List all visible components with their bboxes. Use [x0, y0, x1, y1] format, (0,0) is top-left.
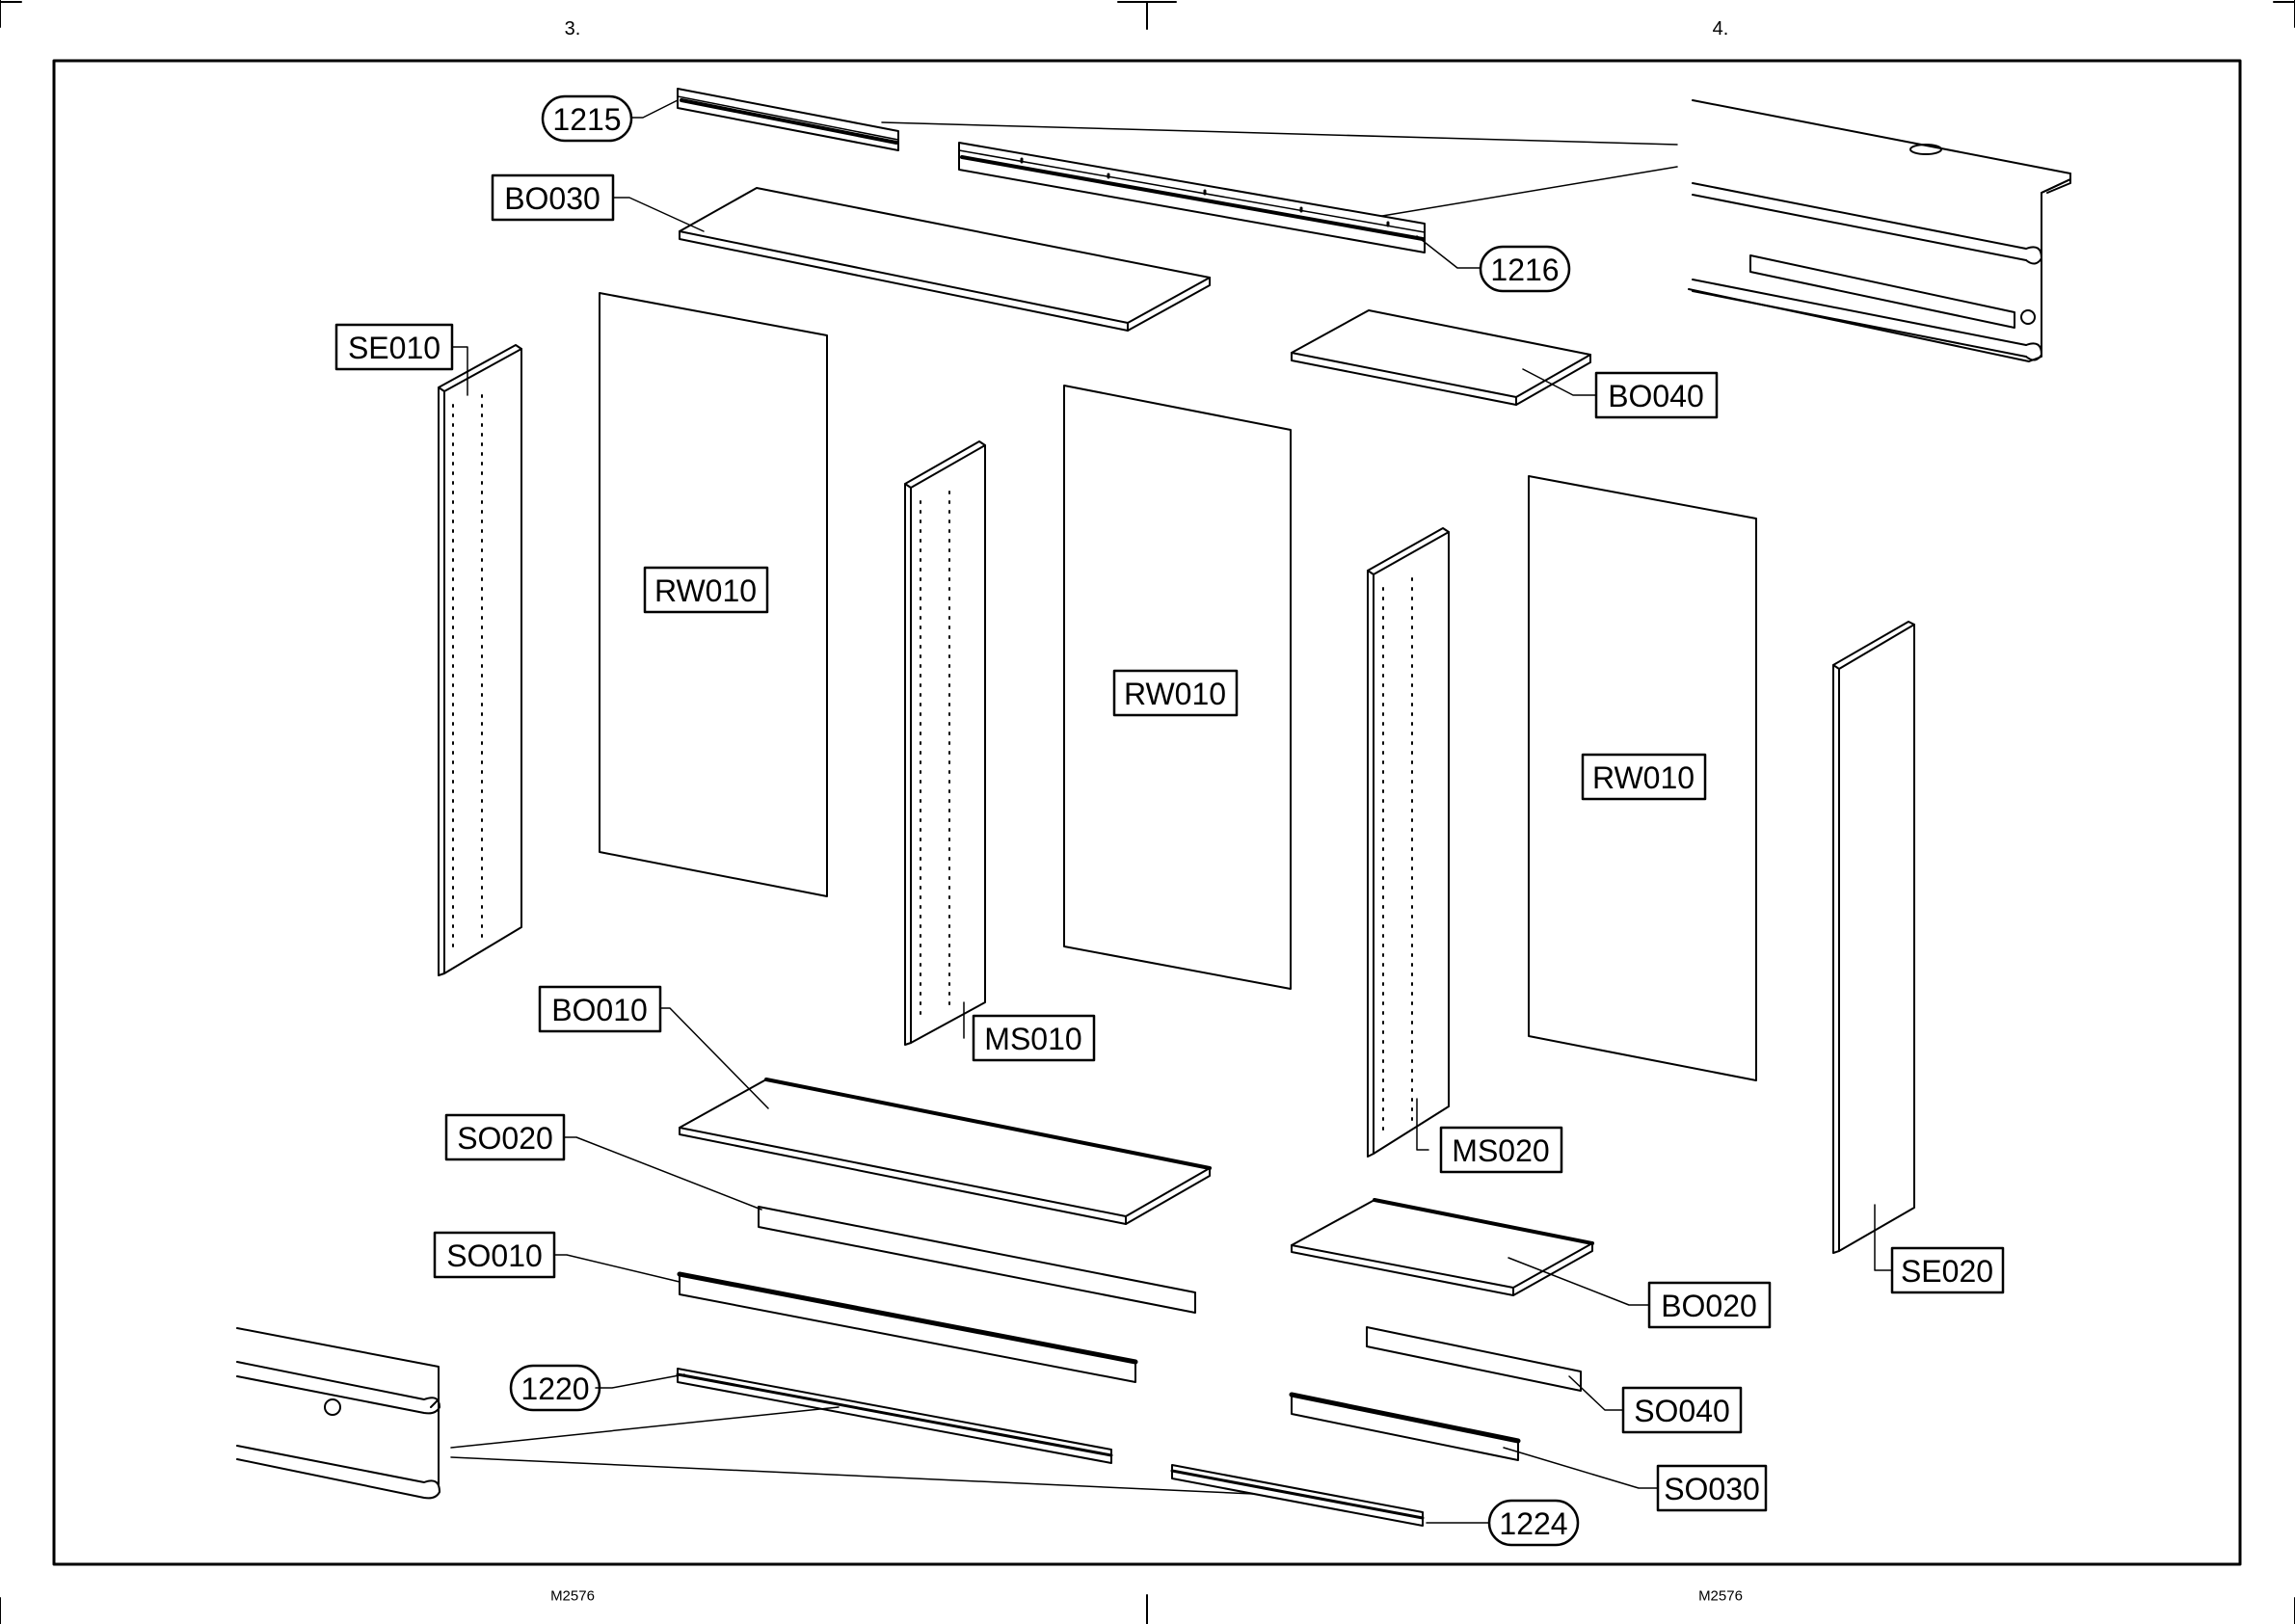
label-so040: SO040: [1634, 1394, 1730, 1428]
panel-se010: [439, 345, 521, 975]
label-bo030: BO030: [504, 181, 600, 216]
label-se010: SE010: [348, 331, 440, 365]
footer-code-right: M2576: [1698, 1588, 1743, 1605]
label-so020: SO020: [457, 1121, 553, 1156]
rail-detail-top: [1689, 100, 2070, 361]
panel-bo030: [680, 188, 1210, 331]
label-ms020: MS020: [1452, 1133, 1549, 1168]
label-rw010-a: RW010: [654, 573, 757, 608]
label-bo040: BO040: [1608, 379, 1704, 413]
panel-bo040: [1292, 310, 1590, 405]
label-bo020: BO020: [1661, 1289, 1757, 1323]
strip-so010: [680, 1274, 1135, 1382]
rail-detail-bottom: [237, 1328, 440, 1498]
label-se020: SE020: [1901, 1254, 1993, 1289]
footer-code-left: M2576: [550, 1588, 595, 1605]
page-number-right: 4.: [1713, 18, 1729, 40]
detail-leader-bottom: [451, 1407, 1253, 1494]
panel-se020: [1833, 622, 1914, 1253]
label-so030: SO030: [1664, 1472, 1760, 1506]
label-1216: 1216: [1490, 253, 1559, 287]
rail-1215: [678, 89, 898, 150]
label-ms010: MS010: [984, 1022, 1081, 1056]
label-1220: 1220: [520, 1371, 589, 1406]
page-number-left: 3.: [565, 18, 581, 40]
panel-ms020: [1368, 528, 1449, 1157]
label-so010: SO010: [446, 1238, 543, 1273]
panel-ms010: [905, 441, 985, 1045]
strip-so040: [1367, 1327, 1581, 1391]
rail-1220: [678, 1369, 1111, 1463]
label-rw010-c: RW010: [1592, 760, 1695, 795]
strip-so030: [1292, 1395, 1518, 1460]
label-1224: 1224: [1499, 1506, 1567, 1541]
panel-bo020: [1292, 1200, 1592, 1295]
label-rw010-b: RW010: [1124, 677, 1226, 711]
rail-1224: [1172, 1465, 1423, 1526]
rail-1216: [959, 143, 1425, 253]
label-bo010: BO010: [551, 993, 648, 1027]
panel-bo010: [680, 1079, 1210, 1224]
label-1215: 1215: [552, 102, 621, 137]
